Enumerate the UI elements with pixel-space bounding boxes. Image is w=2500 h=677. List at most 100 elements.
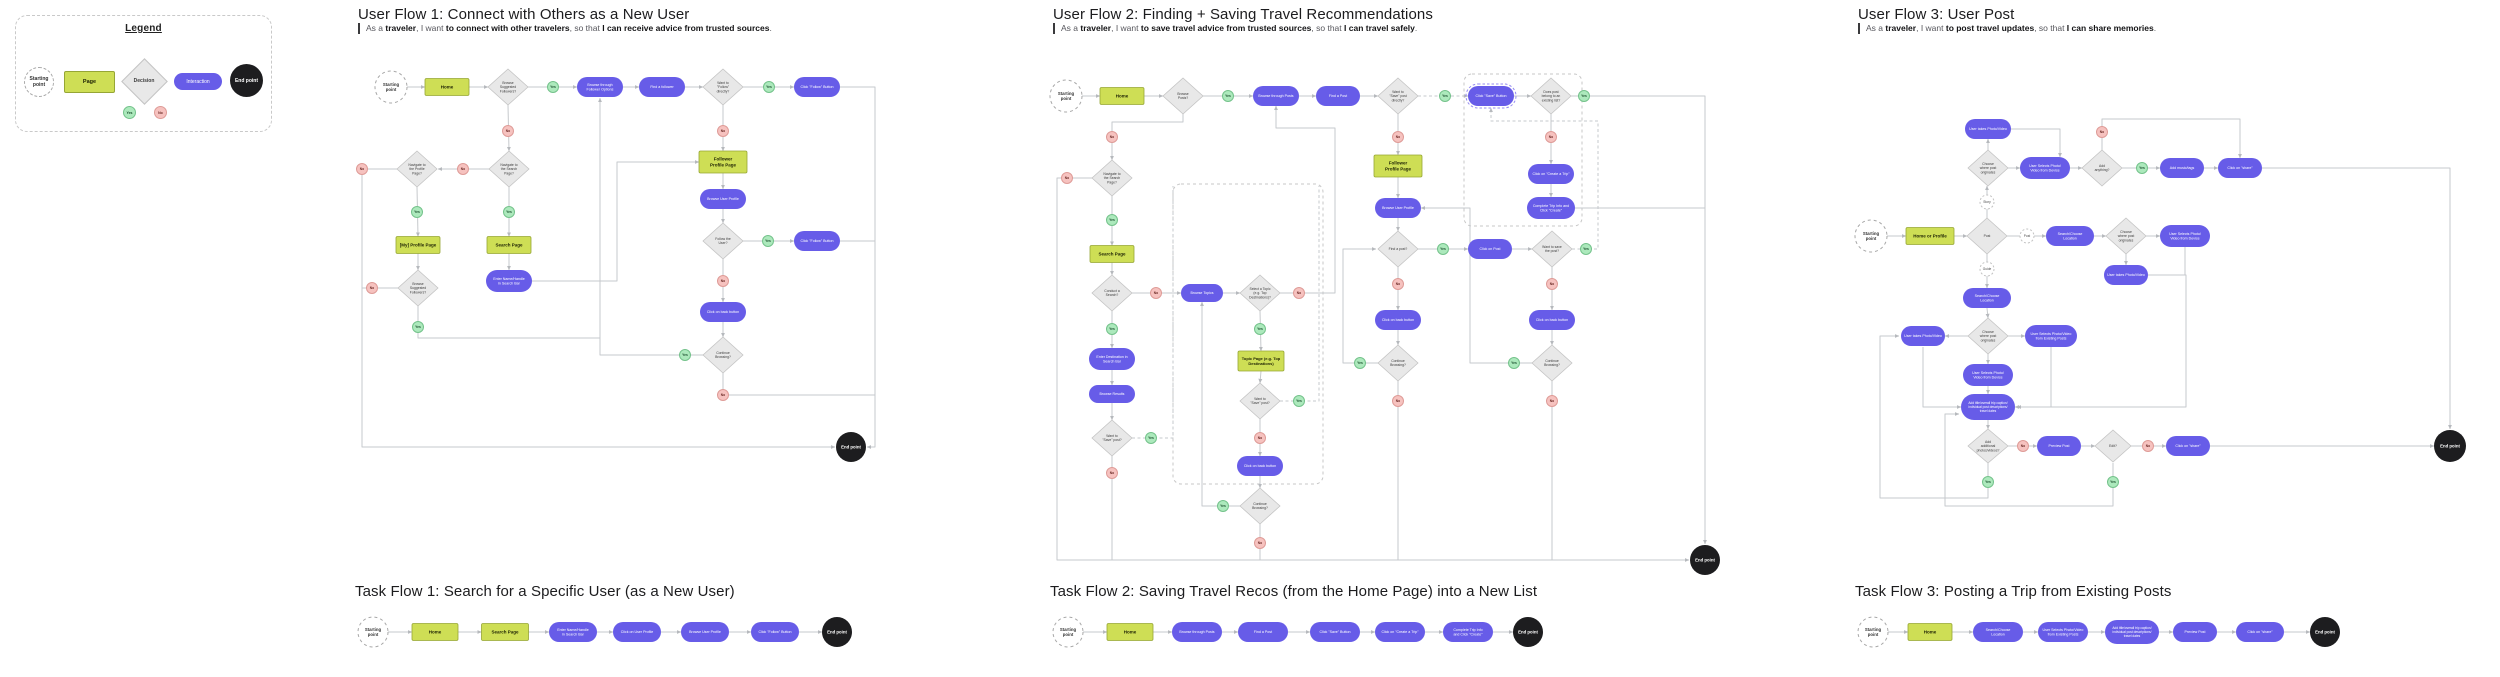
- end2[interactable]: End point: [1690, 545, 1720, 575]
- n-el[interactable]: No: [1545, 131, 1557, 143]
- i-take3[interactable]: User takes Photo/Video: [1901, 326, 1945, 346]
- legend-decision-shape[interactable]: Decision: [121, 58, 168, 105]
- end[interactable]: End point: [836, 432, 866, 462]
- b-guide[interactable]: Guide: [1979, 261, 1995, 277]
- legend-starting-point-shape[interactable]: Starting point: [24, 67, 54, 97]
- home[interactable]: Home: [424, 78, 470, 96]
- i-share2[interactable]: Click on "share": [2166, 436, 2210, 456]
- y-sm[interactable]: Yes: [1293, 395, 1305, 407]
- p-search[interactable]: Search Page: [486, 236, 532, 254]
- i-save[interactable]: Click "Save" Button: [1465, 83, 1517, 109]
- i-click-post[interactable]: Click on Post: [1468, 239, 1512, 259]
- y-aa[interactable]: Yes: [2136, 162, 2148, 174]
- y-ed[interactable]: Yes: [2107, 476, 2119, 488]
- i-music[interactable]: Add music/tags: [2160, 158, 2204, 178]
- tf2-find[interactable]: Find a Post: [1238, 622, 1288, 642]
- y-fp[interactable]: Yes: [1437, 243, 1449, 255]
- i-preview[interactable]: Preview Post: [2037, 436, 2081, 456]
- y-sr[interactable]: Yes: [1580, 243, 1592, 255]
- n3[interactable]: No: [457, 163, 469, 175]
- tf2-home[interactable]: Home: [1106, 623, 1154, 641]
- tf1-click-profile[interactable]: Click on User Profile: [613, 622, 661, 642]
- i-back-right[interactable]: Click on back button: [1529, 310, 1575, 330]
- y1[interactable]: Yes: [547, 81, 559, 93]
- n-ed[interactable]: No: [2142, 440, 2154, 452]
- i-follow2[interactable]: Click "Follow" Button: [794, 231, 840, 251]
- d-edit[interactable]: Edit?: [2094, 429, 2132, 463]
- n-cm[interactable]: No: [1254, 537, 1266, 549]
- n-bp[interactable]: No: [1106, 131, 1118, 143]
- i-device3[interactable]: User Selects Photo/Video from Device: [1963, 364, 2013, 386]
- n-am[interactable]: No: [2017, 440, 2029, 452]
- n-st[interactable]: No: [1293, 287, 1305, 299]
- tf3-title[interactable]: Add title/overall trip caption/individua…: [2105, 620, 2159, 644]
- legend-end-point-shape[interactable]: End point: [230, 64, 263, 97]
- y-cr[interactable]: Yes: [1508, 357, 1520, 369]
- y-cm[interactable]: Yes: [1217, 500, 1229, 512]
- p-my-profile[interactable]: [My] Profile Page: [395, 236, 441, 254]
- d-find2[interactable]: Find a post?: [1377, 230, 1419, 268]
- y-sd[interactable]: Yes: [1439, 90, 1451, 102]
- tf3-end[interactable]: End point: [2310, 617, 2340, 647]
- d-save-left[interactable]: Want to"Save" post?: [1091, 419, 1133, 457]
- y2[interactable]: Yes: [763, 81, 775, 93]
- i-find-post[interactable]: Find a Post: [1316, 86, 1360, 106]
- n-aa[interactable]: No: [2096, 126, 2108, 138]
- y-bp[interactable]: Yes: [1222, 90, 1234, 102]
- tf1-browse-profile[interactable]: Browse User Profile: [681, 622, 729, 642]
- n-sr[interactable]: No: [1546, 278, 1558, 290]
- legend-page-shape[interactable]: Page: [64, 71, 115, 93]
- y-sl[interactable]: Yes: [1145, 432, 1157, 444]
- y-el[interactable]: Yes: [1578, 90, 1590, 102]
- i-title[interactable]: Add title/overall trip caption/individua…: [1961, 394, 2015, 420]
- y-cl[interactable]: Yes: [1354, 357, 1366, 369]
- i-results[interactable]: Browse Results: [1089, 385, 1135, 403]
- y4[interactable]: Yes: [503, 206, 515, 218]
- n-cl[interactable]: No: [1392, 395, 1404, 407]
- b-post[interactable]: Post: [2019, 228, 2035, 244]
- n6[interactable]: No: [717, 275, 729, 287]
- i-take2[interactable]: User takes Photo/Video: [2104, 265, 2148, 285]
- n4[interactable]: No: [356, 163, 368, 175]
- home2[interactable]: Home: [1099, 87, 1145, 105]
- i-find[interactable]: Find a follower: [639, 77, 685, 97]
- i-device2[interactable]: User Selects Photo/Video from Device: [2160, 225, 2210, 247]
- n-ns[interactable]: No: [1061, 172, 1073, 184]
- end3[interactable]: End point: [2434, 430, 2466, 462]
- tf3-share[interactable]: Click on "share": [2236, 622, 2284, 642]
- tf3-preview[interactable]: Preview Post: [2173, 622, 2217, 642]
- n-sl[interactable]: No: [1106, 467, 1118, 479]
- n-cr[interactable]: No: [1546, 395, 1558, 407]
- i-topics[interactable]: Browse Topics: [1181, 284, 1223, 302]
- n1[interactable]: No: [502, 125, 514, 137]
- y6[interactable]: Yes: [412, 321, 424, 333]
